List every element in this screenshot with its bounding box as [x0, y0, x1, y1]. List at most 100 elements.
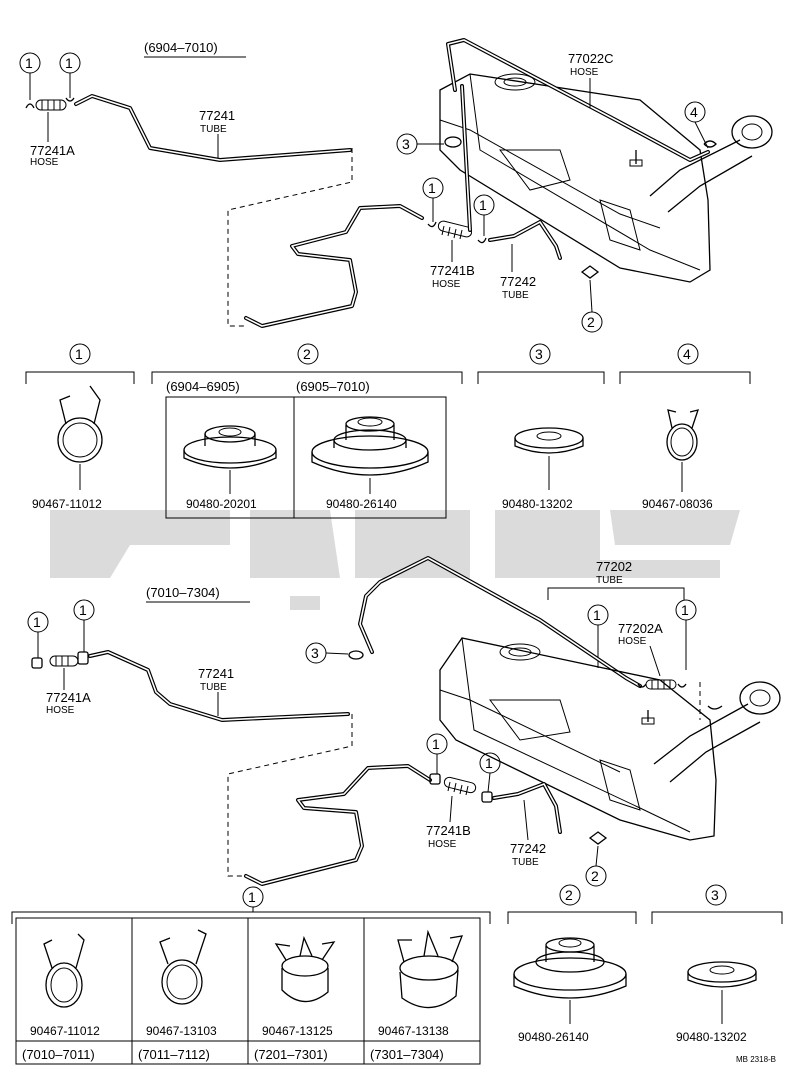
callout-4: 4 [684, 101, 706, 123]
svg-text:1: 1 [75, 346, 83, 362]
svg-text:2: 2 [565, 887, 573, 903]
callout-1: 1 [69, 343, 91, 365]
callout-3: 3 [705, 884, 727, 906]
callout-1: 1 [73, 599, 95, 621]
clamp-90467-11012 [43, 933, 85, 1008]
group3-bottom-bracket [651, 911, 783, 924]
svg-text:2: 2 [303, 346, 311, 362]
svg-text:1: 1 [593, 607, 601, 623]
grommet-2 [588, 831, 608, 845]
footer-code: MB 2318-B [736, 1055, 776, 1064]
tube-77202-type: TUBE [596, 575, 623, 586]
svg-text:3: 3 [402, 136, 410, 152]
hose-77241B-bottom-type: HOSE [428, 839, 457, 850]
hose-77241A-number: 77241A [30, 143, 75, 158]
clamp-part-1: 90467-11012 [30, 1024, 100, 1038]
clamp-range-1: (7010–7011) [22, 1047, 95, 1062]
dashed-connector-bottom [227, 714, 353, 877]
clamp-90467-13125 [274, 935, 336, 1003]
fuel-tank-top [439, 73, 773, 283]
hose-77202A-type: HOSE [618, 636, 647, 647]
tube-77241 [74, 94, 352, 162]
grommet-90480-13202 [514, 427, 584, 454]
tube-77202-number: 77202 [596, 559, 632, 574]
callout-1: 1 [59, 52, 81, 74]
grommet-3 [348, 650, 364, 660]
hose-77241A-type: HOSE [30, 157, 59, 168]
svg-text:1: 1 [428, 180, 436, 196]
top-year-range: (6904–7010) [144, 40, 218, 55]
svg-text:2: 2 [587, 314, 595, 330]
svg-text:1: 1 [681, 602, 689, 618]
callout-1: 1 [675, 599, 697, 621]
tube-77242-bottom [492, 782, 562, 834]
clamp-range-4: (7301–7304) [370, 1047, 444, 1062]
callout-1: 1 [473, 194, 495, 216]
tube-77241-type: TUBE [200, 124, 227, 135]
hose-77022C-type: HOSE [570, 67, 599, 78]
tube-77242-type: TUBE [502, 290, 529, 301]
group3-bracket [477, 371, 605, 384]
clamp-4 [703, 140, 717, 148]
tube-77242-bottom-number: 77242 [510, 841, 546, 856]
svg-text:1: 1 [248, 889, 256, 905]
callout-4: 4 [677, 343, 699, 365]
callout-1: 1 [422, 177, 444, 199]
tube-77242 [488, 220, 562, 260]
group1-bracket [25, 371, 135, 384]
hose-77241B [427, 220, 487, 244]
hose-77241B-bottom [429, 773, 493, 803]
tube-77241-number: 77241 [199, 108, 235, 123]
dashed-connector [227, 148, 353, 327]
svg-text:3: 3 [711, 887, 719, 903]
clamp-part-3: 90467-13125 [262, 1024, 333, 1038]
callout-3: 3 [529, 343, 551, 365]
hose-77022C-number: 77022C [568, 51, 614, 66]
hose-77022C [446, 38, 710, 232]
fuel-tank-bottom [439, 637, 781, 841]
group2-bracket [151, 371, 463, 384]
svg-text:1: 1 [33, 614, 41, 630]
tube-assembly-lower [244, 204, 424, 328]
tube-assembly-lower-bottom [244, 764, 432, 886]
group3-part-number: 90480-13202 [502, 497, 573, 511]
svg-text:3: 3 [311, 645, 319, 661]
clamp-range-2: (7011–7112) [138, 1047, 210, 1062]
svg-text:4: 4 [683, 346, 691, 362]
group2-box [165, 396, 447, 519]
callout-1: 1 [426, 733, 448, 755]
group2-bottom-bracket [507, 911, 637, 924]
tube-77242-number: 77242 [500, 274, 536, 289]
callout-1: 1 [19, 52, 41, 74]
callout-3: 3 [305, 642, 327, 664]
clamp-1 [57, 385, 103, 463]
grommet-3 [444, 136, 462, 148]
hose-77241B-bottom-number: 77241B [426, 823, 471, 838]
clamp-90467-13138 [397, 929, 464, 1009]
hose-77241A-bottom [31, 651, 89, 669]
svg-text:1: 1 [65, 55, 73, 71]
group2-range-a: (6904–6905) [166, 379, 240, 394]
group2-bottom-part: 90480-26140 [518, 1030, 589, 1044]
svg-text:4: 4 [690, 104, 698, 120]
grommet-90480-26140-bottom [513, 937, 627, 999]
hose-77241A-bottom-type: HOSE [46, 705, 75, 716]
group2-range-b: (6905–7010) [296, 379, 370, 394]
callout-2: 2 [559, 884, 581, 906]
grommet-90480-26140 [311, 416, 429, 476]
svg-text:1: 1 [79, 602, 87, 618]
tube-77241-bottom-number: 77241 [198, 666, 234, 681]
hose-77241A [25, 97, 75, 111]
clamp-range-3: (7201–7301) [254, 1047, 328, 1062]
group4-bracket [619, 371, 751, 384]
clamp-part-4: 90467-13138 [378, 1024, 449, 1038]
grommet-90480-20201 [183, 425, 277, 469]
callout-1: 1 [242, 886, 264, 908]
callout-2: 2 [585, 865, 607, 887]
svg-text:1: 1 [25, 55, 33, 71]
group2-part-b: 90480-26140 [326, 497, 397, 511]
tube-77202 [358, 556, 642, 688]
hose-77241A-bottom-number: 77241A [46, 690, 91, 705]
svg-text:1: 1 [485, 755, 493, 771]
